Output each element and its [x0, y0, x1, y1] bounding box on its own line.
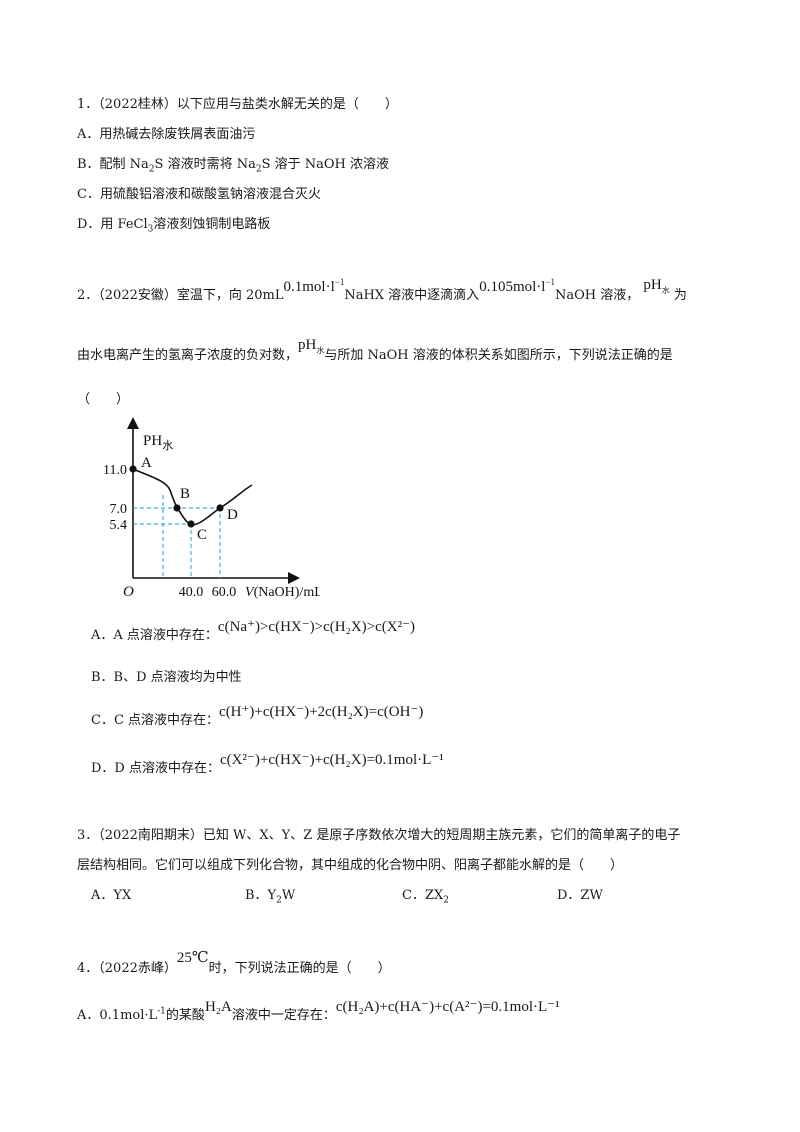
q4-stem: 4．（2022赤峰）25℃时，下列说法正确的是（ ）: [77, 950, 391, 976]
q3-option-d: D．ZW: [557, 888, 603, 903]
q4-temperature: 25℃: [176, 950, 209, 966]
y-tick-5-4: 5.4: [110, 518, 128, 533]
q4-acid-formula: H₂A: [204, 999, 232, 1015]
y-axis-title: PH水: [143, 433, 173, 452]
q1-stem: 1．（2022桂林）以下应用与盐类水解无关的是（ ）: [77, 97, 398, 112]
point-a-label: A: [141, 455, 152, 471]
origin-label: O: [123, 584, 134, 600]
q2-option-d-expr: c(X²⁻)+c(HX⁻)+c(H₂X)=0.1mol·L⁻¹: [219, 752, 444, 768]
q2-option-c: C．C 点溶液中存在：c(H⁺)+c(HX⁻)+2c(H₂X)=c(OH⁻): [91, 704, 424, 728]
conc-expr-2: 0.105mol·l−1: [479, 277, 556, 296]
x-axis-arrow: [288, 572, 300, 584]
q1-option-b: B．配制 Na2S 溶液时需将 Na2S 溶于 NaOH 浓溶液: [77, 157, 390, 175]
q2-line-2: 由水电离产生的氢离子浓度的负对数，pH水与所加 NaOH 溶液的体积关系如图所示…: [77, 337, 673, 363]
ph-volume-graph: PH水 11.0 7.0 5.4 A B C D O 40.0 60.0 V(N…: [103, 417, 320, 600]
ph-water-symbol: pH水: [643, 277, 670, 295]
y-axis-arrow: [127, 417, 139, 429]
point-c-label: C: [197, 527, 207, 543]
q3-line-2: 层结构相同。它们可以组成下列化合物，其中组成的化合物中阴、阳离子都能水解的是（ …: [77, 858, 624, 873]
point-a: [129, 465, 137, 473]
point-b: [173, 504, 181, 512]
x-axis-title: V(NaOH)/mL: [245, 585, 320, 600]
point-d: [216, 504, 224, 512]
q1-option-a: A．用热碱去除废铁屑表面油污: [77, 127, 256, 142]
ph-water-symbol-2: pH水: [298, 337, 325, 355]
x-tick-60: 60.0: [212, 585, 237, 600]
q3-option-c: C．ZX2: [402, 888, 449, 906]
q2-option-a: A．A 点溶液中存在：c(Na⁺)>c(HX⁻)>c(H₂X)>c(X²⁻): [91, 619, 416, 643]
q3-option-a: A．YX: [91, 888, 132, 903]
y-tick-11: 11.0: [103, 463, 127, 478]
point-b-label: B: [180, 486, 190, 502]
q2-option-c-expr: c(H⁺)+c(HX⁻)+2c(H₂X)=c(OH⁻): [219, 704, 424, 720]
q3-line-1: 3．（2022南阳期末）已知 W、X、Y、Z 是原子序数依次增大的短周期主族元素…: [77, 828, 681, 843]
q4-option-a-expr: c(H₂A)+c(HA⁻)+c(A²⁻)=0.1mol·L⁻¹: [335, 999, 560, 1015]
q2-option-d: D．D 点溶液中存在：c(X²⁻)+c(HX⁻)+c(H₂X)=0.1mol·L…: [91, 752, 444, 776]
q4-option-a: A．0.1mol·L-1的某酸H₂A溶液中一定存在：c(H₂A)+c(HA⁻)+…: [77, 999, 560, 1023]
y-tick-7: 7.0: [110, 502, 128, 517]
q2-option-a-expr: c(Na⁺)>c(HX⁻)>c(H₂X)>c(X²⁻): [217, 619, 416, 635]
point-c: [187, 520, 195, 528]
q3-option-b: B．Y2W: [245, 888, 296, 906]
q2-option-b: B．B、D 点溶液均为中性: [91, 670, 242, 685]
q1-option-c: C．用硫酸铝溶液和碳酸氢钠溶液混合灭火: [77, 187, 321, 202]
q1-option-d: D．用 FeCl3溶液刻蚀铜制电路板: [77, 217, 271, 235]
q2-line-3: （ ）: [77, 392, 130, 407]
q2-line-1: 2．（2022安徽）室温下，向 20mL0.1mol·l−1NaHX 溶液中逐滴…: [77, 277, 687, 303]
conc-expr-1: 0.1mol·l−1: [283, 277, 345, 296]
x-tick-40: 40.0: [179, 585, 204, 600]
point-d-label: D: [227, 507, 238, 523]
